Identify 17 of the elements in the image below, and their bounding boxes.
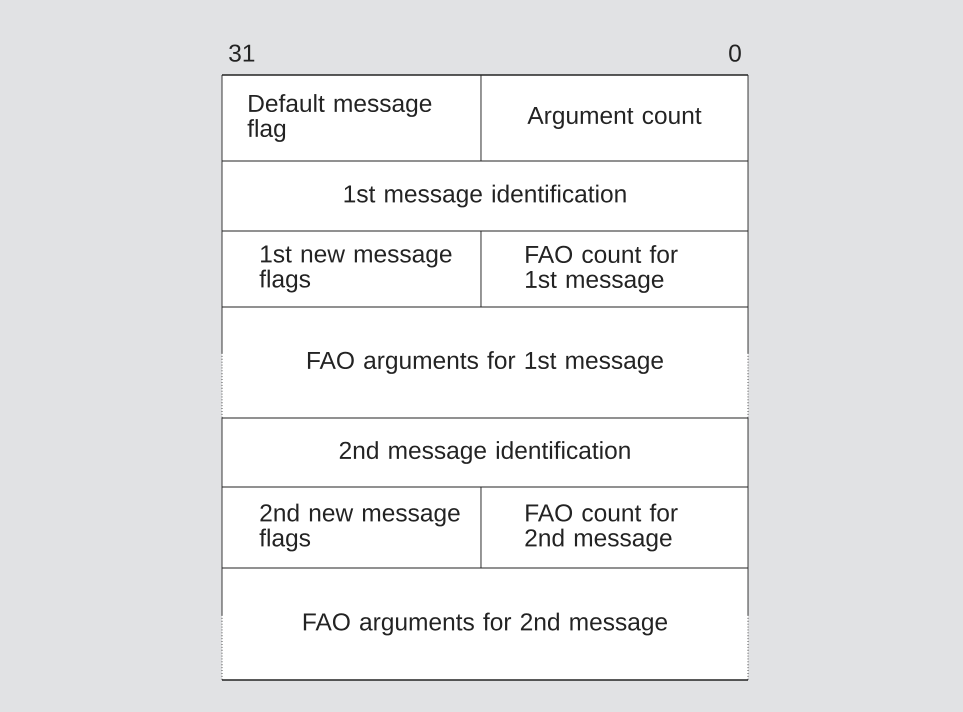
node-label: FAO arguments for 1st message — [308, 351, 663, 374]
node-label: 1st new message flags — [260, 246, 452, 292]
field-cell: 2nd message identification — [222, 418, 748, 488]
field-cell: 2nd new message flags — [222, 486, 482, 568]
field-cell: 1st new message flags — [222, 230, 482, 308]
field-cell: 1st message identification — [222, 160, 748, 232]
node-label: 1st message identification — [344, 184, 626, 208]
field-cell: Argument count — [480, 74, 748, 162]
node-label: 2nd message identification — [340, 441, 630, 464]
node-label: 2nd new message flags — [260, 504, 460, 552]
field-cell: Default message flag — [222, 74, 482, 162]
node-label: Default message flag — [248, 94, 432, 142]
node-label: FAO count for 2nd message — [525, 504, 678, 552]
node-label: FAO count for 1st message — [526, 245, 678, 293]
field-cell: FAO count for 1st message — [480, 230, 748, 308]
node-label: FAO arguments for 2nd message — [304, 612, 668, 636]
field-cell: FAO count for 2nd message — [480, 486, 748, 568]
